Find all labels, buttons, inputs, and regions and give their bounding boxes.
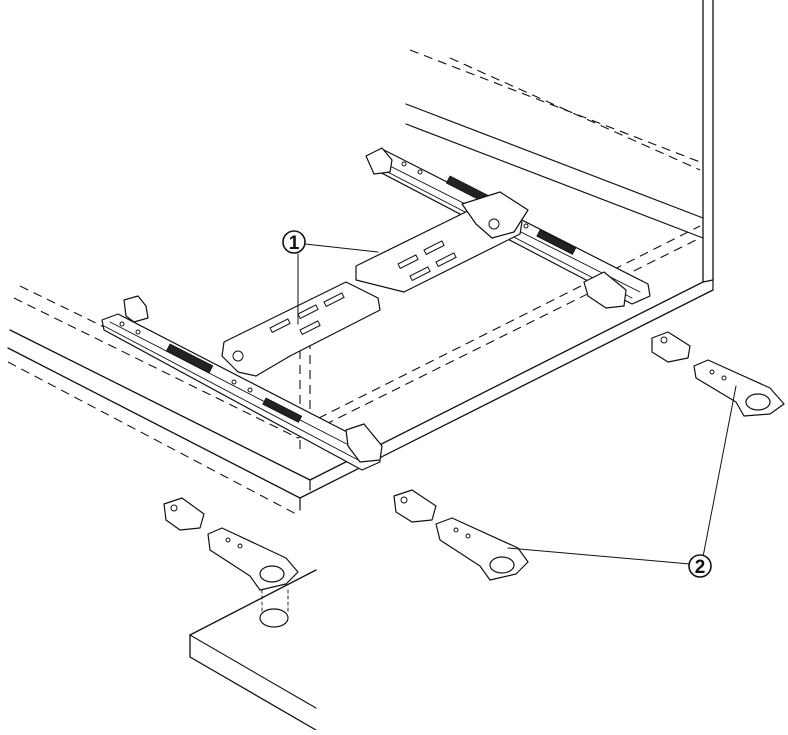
hinge-right-top: [651, 331, 785, 417]
callout-1: 1: [282, 230, 306, 254]
cabinet-side-wall: [702, 0, 714, 283]
callout-2-circle: [688, 554, 712, 578]
callout-1-circle: [282, 230, 306, 254]
connecting-plates: [221, 191, 529, 377]
callout-2: 2: [688, 554, 712, 578]
callout-2-leaders: [507, 385, 737, 565]
door-panel: [189, 569, 317, 731]
callout-2-label: 2: [695, 557, 706, 578]
hinge-middle: [393, 489, 529, 581]
callout-1-leaders: [297, 243, 379, 325]
hinge-left: [163, 497, 299, 591]
callout-1-label: 1: [289, 233, 300, 254]
left-runner: [101, 295, 383, 471]
